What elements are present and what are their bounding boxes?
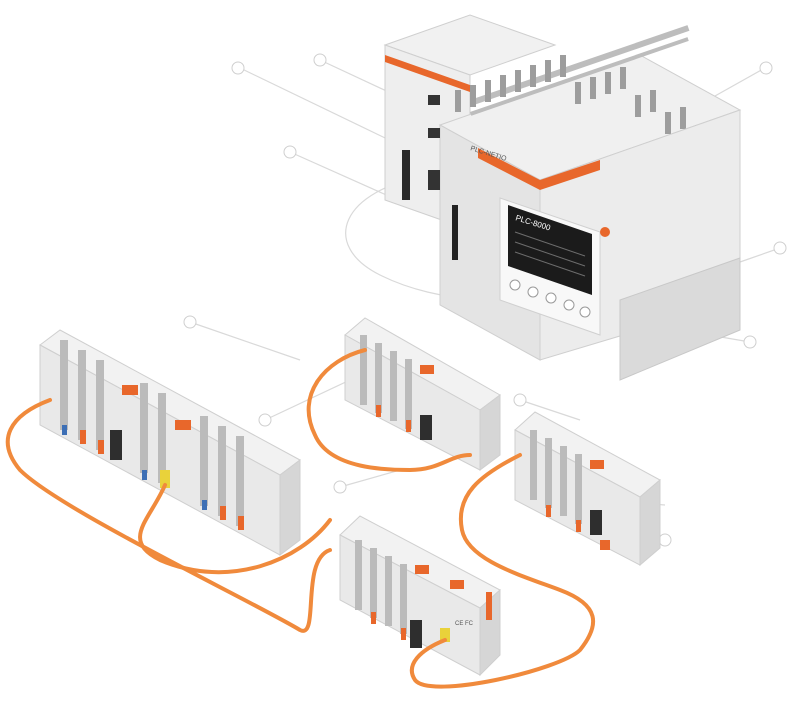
plc-controller: PLC-8000 PLC-NETIO bbox=[383, 14, 742, 381]
io-node-right bbox=[514, 411, 661, 567]
rj45-yellow-connector-bottom bbox=[440, 628, 450, 642]
io-node-center bbox=[344, 317, 501, 471]
orange-cables bbox=[5, 348, 596, 689]
plc-buttons bbox=[509, 279, 591, 318]
lcd-screen bbox=[508, 205, 592, 295]
rj45-yellow-connector bbox=[160, 470, 170, 488]
io-node-bottom: CE FC bbox=[339, 515, 501, 677]
io-rack-left bbox=[39, 329, 301, 556]
brand-badge-icon bbox=[600, 227, 610, 237]
io-label: CE FC bbox=[455, 621, 474, 627]
